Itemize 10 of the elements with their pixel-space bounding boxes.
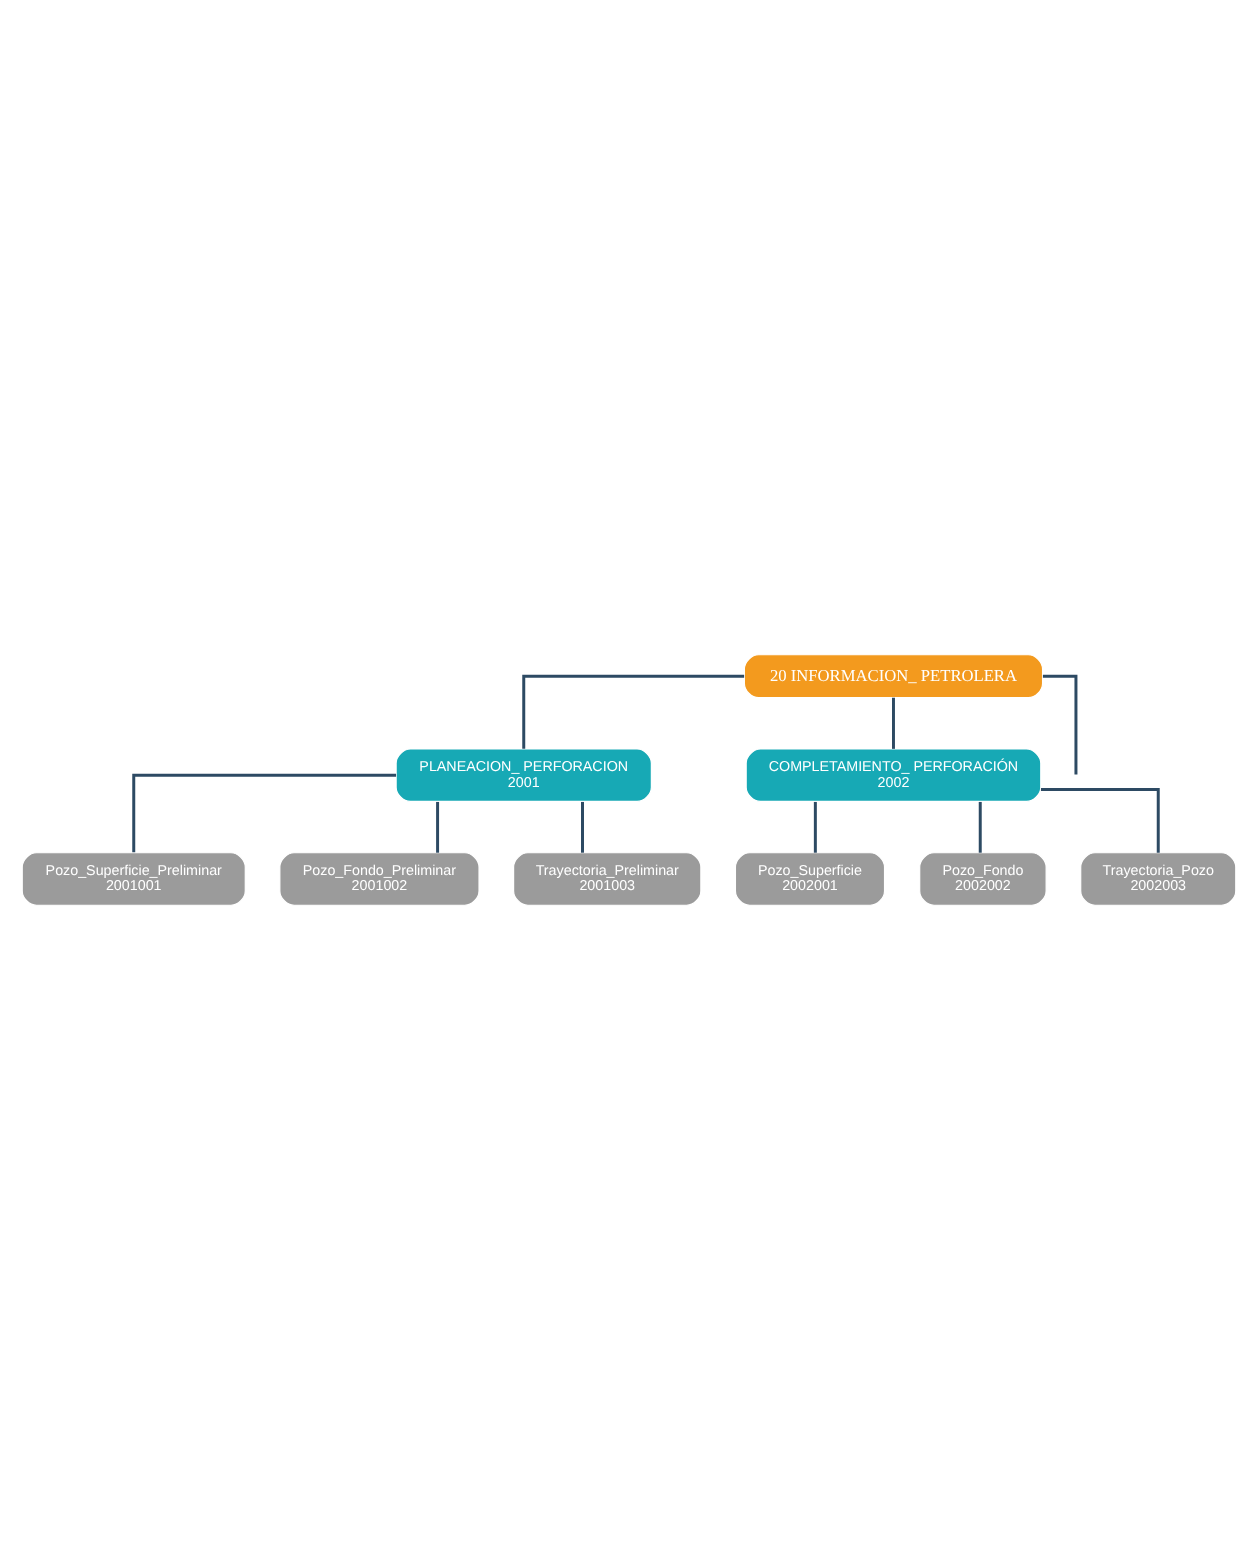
connector — [436, 801, 440, 853]
connector — [132, 773, 397, 853]
connector — [522, 674, 745, 749]
connector — [978, 801, 982, 853]
connector — [892, 697, 895, 749]
node-box: 20 INFORMACION_ PETROLERA — [743, 654, 1044, 699]
connector — [1040, 788, 1160, 853]
connector — [1042, 674, 1078, 775]
connector — [581, 801, 584, 853]
connector — [813, 801, 817, 853]
